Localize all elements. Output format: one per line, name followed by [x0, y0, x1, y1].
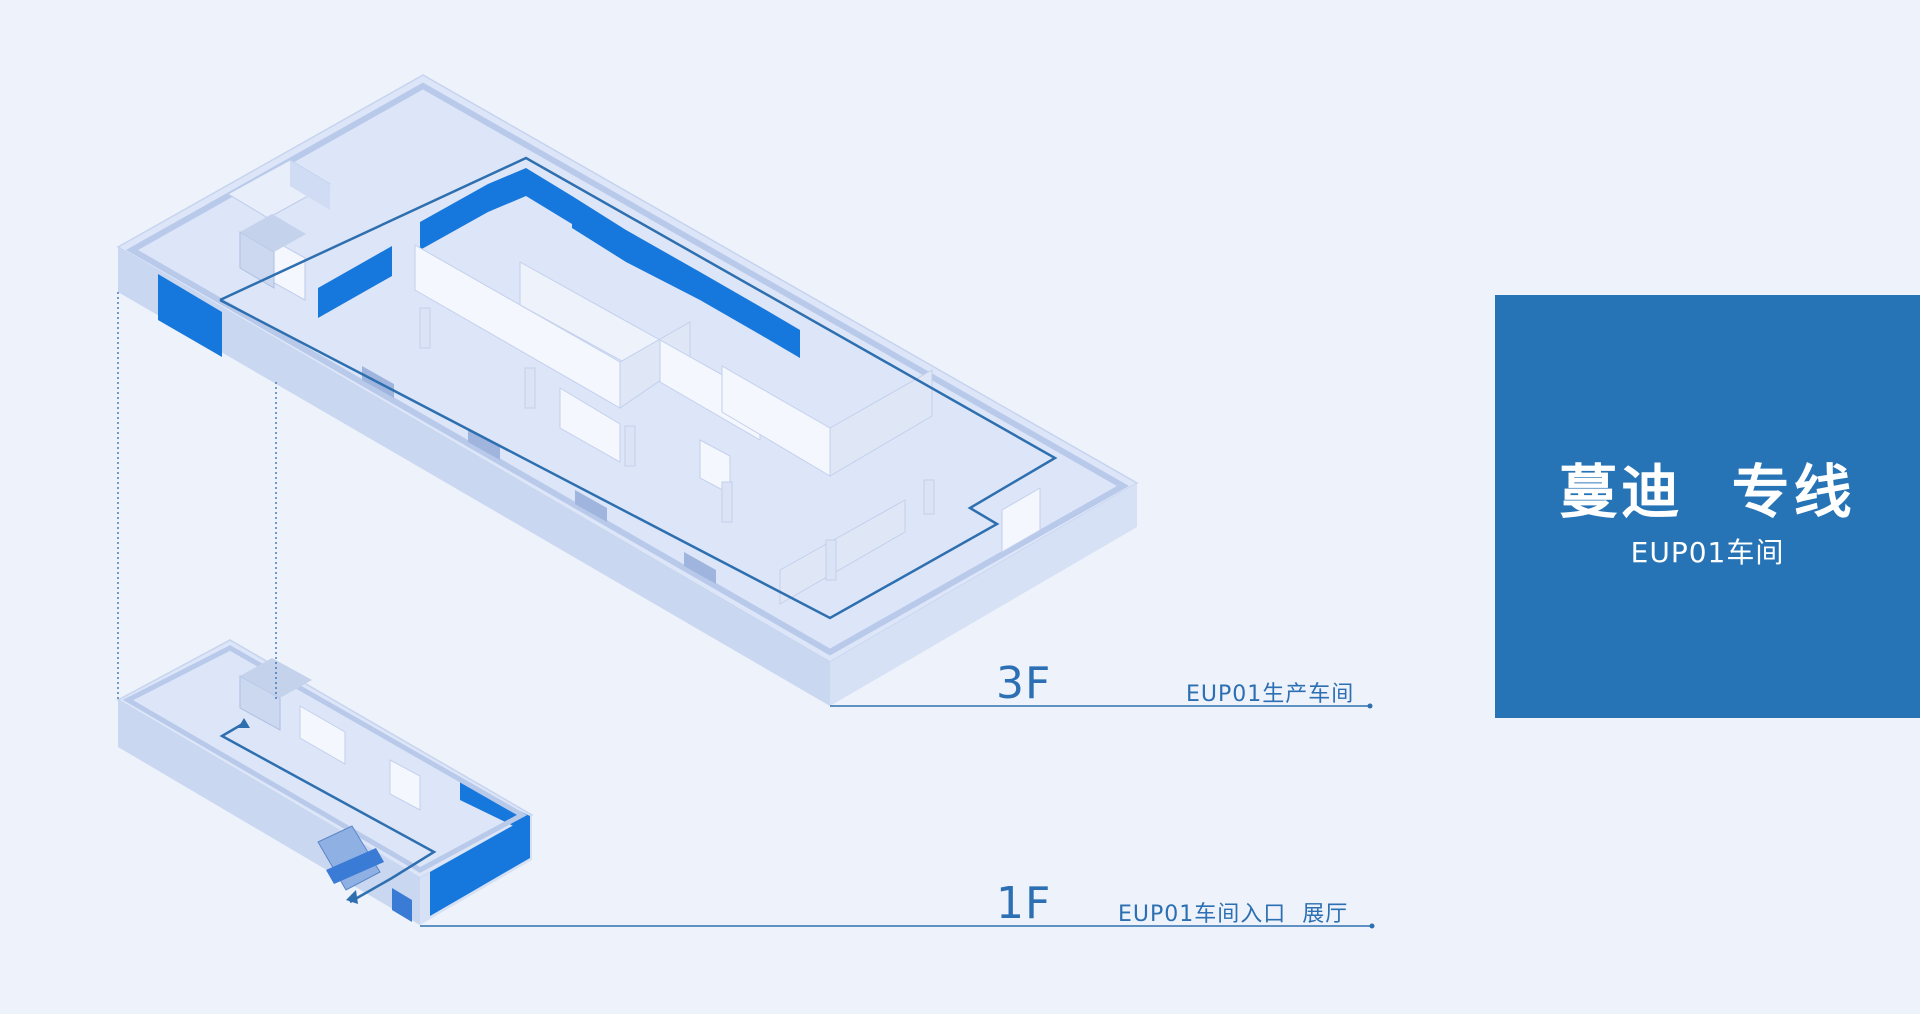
- route-line-3f: [219, 156, 1058, 620]
- stairwell-box-top: [240, 214, 306, 252]
- room-block-blue: [700, 272, 766, 338]
- room-block-blue: [626, 230, 700, 300]
- floor-name-1f: EUP01车间入口 展厅: [1118, 902, 1349, 927]
- floor-3f-outer-wall: [125, 82, 1130, 656]
- room-block: [290, 160, 330, 210]
- pillar: [419, 307, 431, 349]
- floor-code-3f: 3F: [996, 658, 1052, 709]
- floor-1f-model: [116, 639, 534, 925]
- route-arrow: [238, 718, 250, 728]
- leader-dot: [1367, 703, 1373, 709]
- floor-1f-blue-wall: [430, 816, 530, 916]
- floor-code-1f: 1F: [996, 878, 1052, 929]
- stairwell-box: [239, 231, 275, 289]
- window: [468, 428, 500, 460]
- room-block-blue: [318, 246, 392, 318]
- showroom-display: [326, 848, 384, 884]
- pillar: [524, 367, 536, 409]
- pillar: [624, 425, 636, 467]
- floor-name-3f: EUP01生产车间: [1186, 682, 1355, 707]
- floor-3f-model: [116, 74, 1139, 706]
- partition-wall: [559, 387, 621, 463]
- floor-3f-side-right: [830, 483, 1137, 706]
- panel-subtitle: EUP01车间: [1630, 536, 1785, 569]
- room-block-blue: [488, 168, 526, 212]
- pillar: [923, 479, 935, 515]
- title-panel: 蔓迪 专线 EUP01车间: [1495, 295, 1920, 718]
- window: [684, 552, 716, 584]
- panel-title: 蔓迪 专线: [1559, 458, 1856, 526]
- room-block-blue: [526, 168, 572, 224]
- leader-dot: [1369, 923, 1375, 929]
- pillar: [825, 539, 837, 581]
- room-block-blue: [420, 184, 488, 250]
- room-block-blue: [572, 196, 626, 262]
- partition-wall: [299, 705, 346, 765]
- floor-1f-outer-wall: [122, 645, 528, 873]
- stairwell-box: [239, 675, 281, 731]
- entrance-door: [392, 888, 412, 922]
- route-line-1f: [219, 720, 437, 904]
- floor-3f-blue-wall: [158, 274, 222, 357]
- partition-wall: [389, 759, 421, 811]
- floor-3f-side-left: [118, 247, 830, 706]
- partition-wall: [829, 369, 933, 477]
- partition-wall: [1001, 487, 1041, 553]
- pillar: [721, 481, 733, 523]
- room-block-blue: [766, 310, 800, 358]
- window: [575, 490, 607, 522]
- route-arrow: [346, 890, 358, 904]
